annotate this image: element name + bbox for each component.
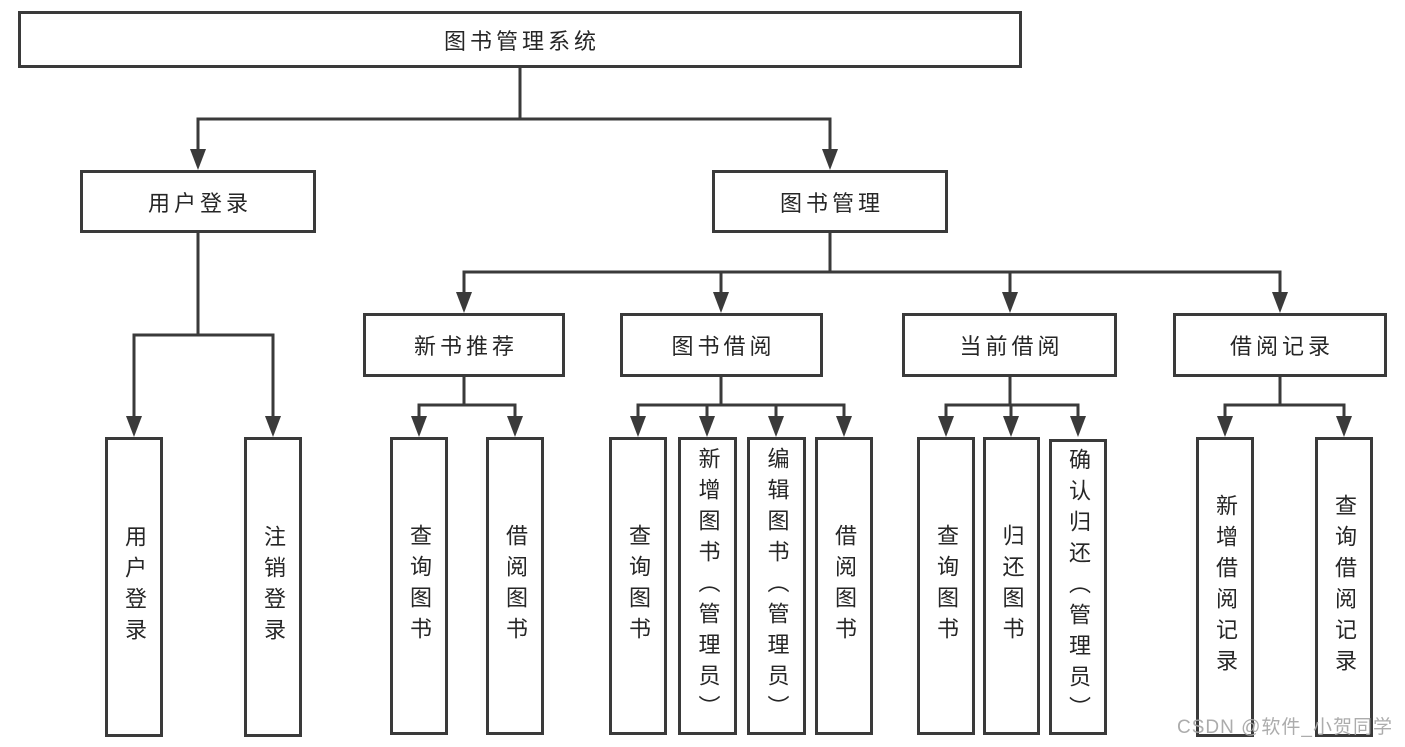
leaf-bb-add-books-admin-label: 新增图书（管理员） (695, 446, 721, 726)
leaf-cb-return-books-label: 归还图书 (999, 524, 1025, 648)
leaf-bb-add-books-admin: 新增图书（管理员） (678, 437, 737, 735)
leaf-cb-return-books: 归还图书 (983, 437, 1040, 735)
leaf-bb-edit-books-admin-label: 编辑图书（管理员） (764, 446, 790, 726)
leaf-br-query-borrow-record-label: 查询借阅记录 (1332, 494, 1357, 680)
arrowheads (126, 149, 1352, 437)
leaf-logout-login: 注销登录 (244, 437, 302, 737)
node-user-login: 用户登录 (80, 170, 316, 233)
leaf-cb-confirm-return-admin: 确认归还（管理员） (1049, 439, 1107, 735)
node-borrowing-records-label: 借阅记录 (1229, 334, 1334, 359)
leaf-br-add-borrow-record-label: 新增借阅记录 (1213, 494, 1238, 680)
leaf-cb-query-books-label: 查询图书 (934, 524, 959, 648)
leaf-br-query-borrow-record: 查询借阅记录 (1315, 437, 1373, 737)
leaf-nbr-borrow-books: 借阅图书 (486, 437, 544, 735)
leaf-bb-query-books: 查询图书 (609, 437, 667, 735)
leaf-logout-login-label: 注销登录 (261, 525, 286, 649)
leaf-nbr-borrow-books-label: 借阅图书 (503, 524, 528, 648)
leaf-user-login-label: 用户登录 (122, 525, 147, 649)
node-book-borrowing-label: 图书借阅 (671, 334, 776, 359)
leaf-br-add-borrow-record: 新增借阅记录 (1196, 437, 1254, 737)
leaf-bb-edit-books-admin: 编辑图书（管理员） (747, 437, 806, 735)
leaf-cb-confirm-return-admin-label: 确认归还（管理员） (1066, 447, 1091, 727)
node-book-management: 图书管理 (712, 170, 948, 233)
node-library-system: 图书管理系统 (18, 11, 1022, 68)
node-current-borrowing: 当前借阅 (902, 313, 1117, 377)
leaf-bb-borrow-books: 借阅图书 (815, 437, 873, 735)
node-library-system-label: 图书管理系统 (443, 28, 600, 54)
node-user-login-label: 用户登录 (147, 190, 252, 216)
node-book-borrowing: 图书借阅 (620, 313, 823, 377)
leaf-nbr-query-books: 查询图书 (390, 437, 448, 735)
csdn-watermark: CSDN @软件_小贺同学 (1177, 717, 1393, 738)
leaf-nbr-query-books-label: 查询图书 (407, 524, 432, 648)
leaf-bb-query-books-label: 查询图书 (626, 524, 651, 648)
node-new-book-recommendation: 新书推荐 (363, 313, 565, 377)
node-current-borrowing-label: 当前借阅 (959, 334, 1064, 359)
node-new-book-recommendation-label: 新书推荐 (413, 334, 518, 359)
leaf-cb-query-books: 查询图书 (917, 437, 975, 735)
leaf-bb-borrow-books-label: 借阅图书 (832, 524, 857, 648)
node-book-management-label: 图书管理 (779, 190, 884, 216)
node-borrowing-records: 借阅记录 (1173, 313, 1387, 377)
leaf-user-login: 用户登录 (105, 437, 163, 737)
